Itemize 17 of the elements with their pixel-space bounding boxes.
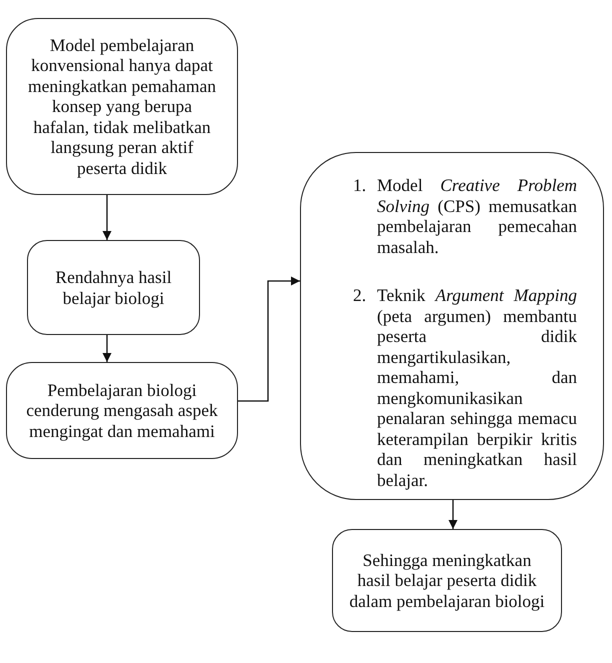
arrow (102, 195, 112, 240)
rounded-box (27, 240, 200, 335)
arrow (238, 276, 300, 402)
arrow (102, 335, 112, 362)
box-text: Rendahnya hasil belajar biologi (54, 267, 173, 308)
rounded-box (6, 18, 238, 195)
list-number: 2. (353, 285, 368, 306)
list-item-text: Teknik Argument Mapping (peta argumen) membantu peserta didik mengartikulasikan, memahami, dan mengkomunikasikan penalaran sehingga memacu keterampilan berpikir kritis dan meningkatkan hasil belajar. (377, 285, 577, 490)
arrow (448, 500, 458, 529)
box-text: Model pembelajaran konvensional hanya dapat meningkatkan pemahaman konsep yang berupa hafalan, tidak melibatkan langsung peran aktif peserta didik (26, 34, 218, 178)
rounded-box (300, 152, 604, 500)
box-text: Sehingga meningkatkan hasil belajar peserta didik dalam pembelajaran biologi (348, 550, 546, 612)
list-number: 1. (353, 175, 368, 196)
rounded-box (332, 529, 562, 632)
list-item-text: Model Creative Problem Solving (CPS) memusatkan pembelajaran pemecahan masalah. (377, 175, 577, 257)
box-text: Pembelajaran biologi cenderung mengasah aspek mengingat dan memahami (25, 380, 219, 442)
rounded-box (6, 362, 238, 459)
